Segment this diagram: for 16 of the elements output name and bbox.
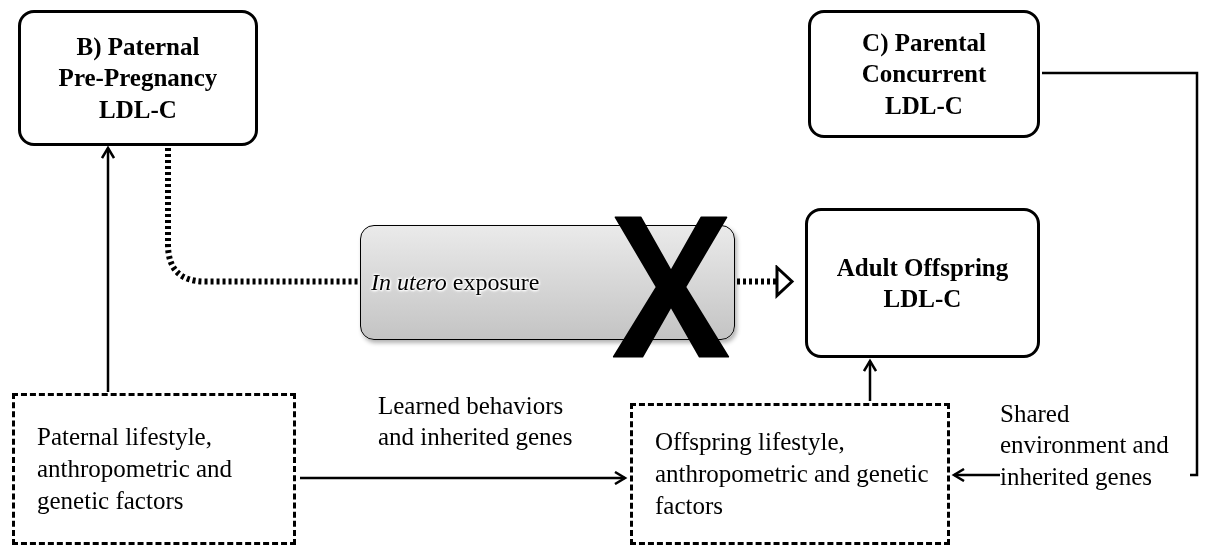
factor-box — [12, 393, 296, 545]
box-text: C) Parental Concurrent LDL-C — [860, 28, 988, 121]
factor-box — [630, 403, 950, 545]
arrow — [100, 146, 116, 392]
measure-box — [808, 10, 1040, 138]
box-text: In utero exposure — [371, 269, 540, 296]
connector-line — [165, 148, 360, 285]
box-text: Offspring lifestyle, anthropometric and genetic factors — [655, 427, 930, 521]
measure-box — [805, 208, 1040, 358]
arrow — [862, 359, 878, 401]
box-text: Paternal lifestyle, anthropometric and genetic factors — [37, 422, 234, 516]
measure-box — [18, 10, 258, 146]
box-text: Adult Offspring LDL-C — [835, 252, 1010, 314]
arrow — [300, 470, 627, 486]
arrow — [737, 266, 794, 297]
box-text: B) Paternal Pre-Pregnancy LDL-C — [57, 32, 219, 125]
